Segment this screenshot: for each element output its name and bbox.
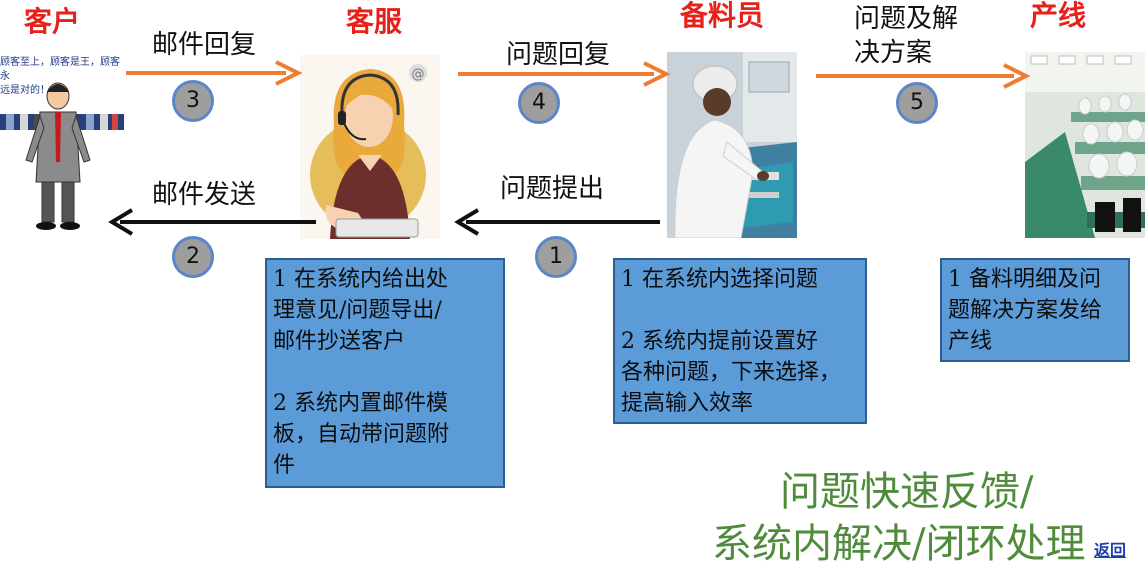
service-box-line: 理意见/问题导出/ xyxy=(273,298,442,323)
businessman-illustration xyxy=(0,82,124,230)
arrow-email-reply xyxy=(126,60,303,86)
customer-image: 顾客至上，顾客是王，顾客永 远是对的！ xyxy=(0,42,124,234)
role-title-production: 产线 xyxy=(1030,0,1087,32)
production-box-line: 1 备料明细及问 xyxy=(948,267,1101,292)
production-description-box: 1 备料明细及问 题解决方案发给 产线 xyxy=(940,258,1130,362)
production-line-image xyxy=(1025,52,1145,238)
material-box-line: 2 系统内提前设置好 xyxy=(621,329,818,354)
production-box-line: 产线 xyxy=(948,329,993,354)
service-box-line: 邮件抄送客户 xyxy=(273,329,406,354)
material-description-box: 1 在系统内选择问题 2 系统内提前设置好 各种问题，下来选择， 提高输入效率 xyxy=(613,258,867,424)
label-question-raise: 问题提出 xyxy=(500,174,605,204)
material-box-line: 提高输入效率 xyxy=(621,391,754,416)
production-line-illustration xyxy=(1025,52,1145,238)
role-title-material: 备料员 xyxy=(680,0,765,32)
svg-text:@: @ xyxy=(412,67,425,82)
service-description-box: 1 在系统内给出处 理意见/问题导出/ 邮件抄送客户 2 系统内置邮件模 板，自… xyxy=(265,258,505,488)
service-box-line: 1 在系统内给出处 xyxy=(273,267,448,292)
arrow-question-raise xyxy=(454,208,660,236)
customer-banner: 顾客至上，顾客是王，顾客永 远是对的！ xyxy=(0,56,124,98)
service-box-line: 件 xyxy=(273,453,296,478)
role-title-service: 客服 xyxy=(346,5,403,38)
step-circle-2: 2 xyxy=(172,236,214,278)
customer-service-image: @ xyxy=(300,55,440,239)
service-agent-illustration: @ xyxy=(300,55,440,239)
label-email-send: 邮件发送 xyxy=(152,180,257,210)
slogan-line2: 系统内解决/闭环处理 xyxy=(712,521,1086,567)
production-box-line: 题解决方案发给 xyxy=(948,298,1103,323)
label-solution: 问题及解 决方案 xyxy=(854,2,958,70)
arrow-email-send xyxy=(108,208,316,236)
arrow-question-reply xyxy=(458,61,671,87)
role-title-customer: 客户 xyxy=(24,5,81,38)
material-box-line: 各种问题，下来选择， xyxy=(621,360,842,385)
customer-banner-line1: 顾客至上，顾客是王，顾客永 xyxy=(0,57,120,82)
material-clerk-image xyxy=(667,52,797,238)
customer-banner-line2: 远是对的！ xyxy=(0,85,50,96)
service-box-line: 板，自动带问题附 xyxy=(273,422,450,447)
step-circle-5: 5 xyxy=(896,82,938,124)
material-clerk-illustration xyxy=(667,52,797,238)
label-question-reply: 问题回复 xyxy=(506,40,611,70)
arrow-solution xyxy=(816,63,1031,89)
material-box-line: 1 在系统内选择问题 xyxy=(621,267,818,292)
label-solution-line2: 决方案 xyxy=(854,38,933,68)
step-circle-3: 3 xyxy=(172,80,214,122)
back-link[interactable]: 返回 xyxy=(1094,541,1127,560)
label-email-reply: 邮件回复 xyxy=(152,30,257,60)
label-solution-line1: 问题及解 xyxy=(854,4,959,34)
slogan-line1: 问题快速反馈/ xyxy=(780,469,1034,515)
service-box-line: 2 系统内置邮件模 xyxy=(273,391,448,416)
step-circle-4: 4 xyxy=(518,82,560,124)
step-circle-1: 1 xyxy=(535,236,577,278)
